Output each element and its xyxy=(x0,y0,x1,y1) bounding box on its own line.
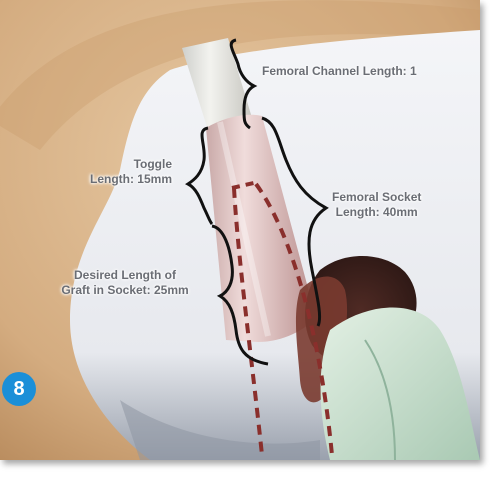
socket-label-line2: Length: 40mm xyxy=(332,205,421,220)
femoral-channel-label: Femoral Channel Length: 1 xyxy=(262,64,417,79)
toggle-label-line1: Toggle xyxy=(62,157,172,172)
graft-label-line2: Graft in Socket: 25mm xyxy=(30,283,220,298)
socket-label-line1: Femoral Socket xyxy=(332,190,421,205)
graft-label-line1: Desired Length of xyxy=(30,268,220,283)
toggle-length-label: Toggle Length: 15mm xyxy=(62,157,172,187)
illustration-frame: Femoral Channel Length: 1 Toggle Length:… xyxy=(0,0,480,460)
femoral-channel-text: Femoral Channel Length: 1 xyxy=(262,64,417,78)
femoral-socket-label: Femoral Socket Length: 40mm xyxy=(332,190,421,220)
toggle-label-line2: Length: 15mm xyxy=(62,172,172,187)
step-number-badge: 8 xyxy=(2,372,36,406)
graft-length-label: Desired Length of Graft in Socket: 25mm xyxy=(30,268,220,298)
